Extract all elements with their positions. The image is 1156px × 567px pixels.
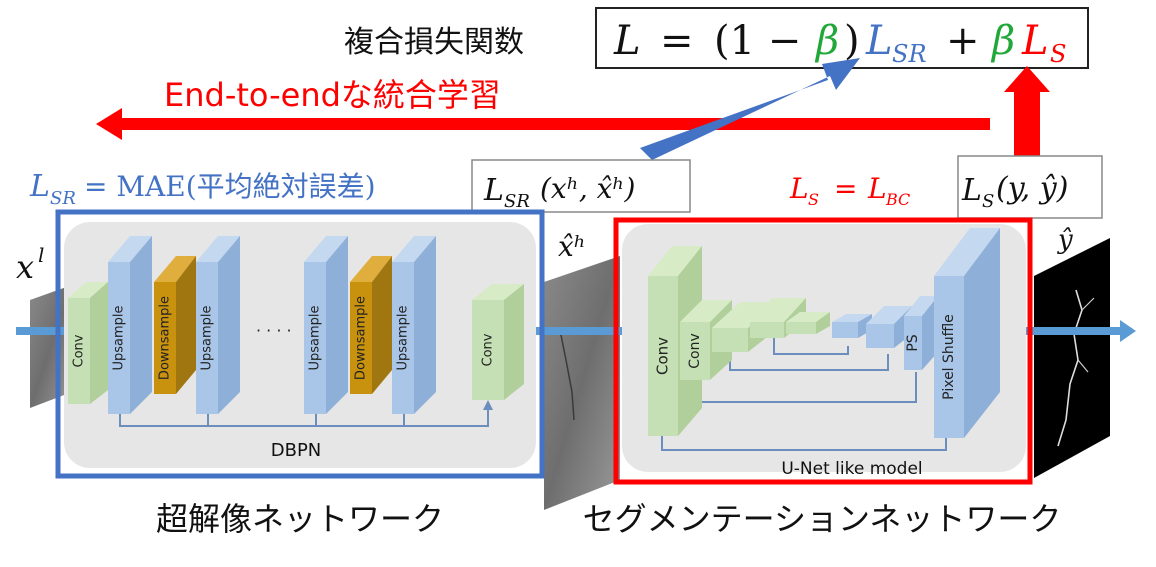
formula-Ls: L xyxy=(1021,18,1049,64)
intermediate-image xyxy=(544,256,620,510)
unet-conv-1: Conv xyxy=(648,246,702,436)
seg-loss-definition: L S = L BC xyxy=(789,172,910,209)
intermediate-crack xyxy=(559,329,575,421)
svg-text:Conv: Conv xyxy=(72,334,87,367)
svg-text:L: L xyxy=(483,173,504,208)
input-xl-sup: l xyxy=(38,243,44,267)
svg-text:Upsample: Upsample xyxy=(112,305,127,370)
svg-text:S: S xyxy=(982,191,994,212)
svg-text:=: = xyxy=(834,172,857,205)
dbpn-block-conv-in: Conv xyxy=(68,282,108,404)
seg-network-frame xyxy=(613,217,1033,485)
formula-beta2: β xyxy=(990,18,1015,64)
svg-text:Downsample: Downsample xyxy=(158,296,173,380)
loss-formula: L = (1 − β ) L SR + β L S xyxy=(613,18,1066,68)
seg-loss-term: L S (y, ŷ) xyxy=(961,171,1068,212)
main-flow-arrow xyxy=(16,320,1136,342)
svg-text:PS: PS xyxy=(905,334,921,351)
dbpn-block-downsample-2: Downsample xyxy=(350,256,392,394)
svg-text:L: L xyxy=(961,173,982,208)
formula-box xyxy=(595,7,1089,69)
svg-text:Upsample: Upsample xyxy=(396,305,411,370)
svg-text:Conv: Conv xyxy=(687,333,703,369)
dbpn-name: DBPN xyxy=(271,440,322,461)
svg-text:Upsample: Upsample xyxy=(308,305,323,370)
formula-sr-sub: SR xyxy=(892,40,927,68)
unet-panel xyxy=(622,224,1026,472)
e2e-arrow xyxy=(96,108,990,140)
output-image xyxy=(1034,238,1110,478)
dbpn-block-upsample-4: Upsample xyxy=(392,236,436,414)
e2e-label: End-to-endな統合学習 xyxy=(164,76,501,114)
formula-Lsr: L xyxy=(865,18,893,64)
unet-name: U-Net like model xyxy=(781,459,922,479)
sr-loss-definition: L SR = MAE(平均絶対誤差) xyxy=(29,169,376,209)
dbpn-block-conv-out: Conv xyxy=(472,284,524,400)
svg-text:L: L xyxy=(867,172,887,205)
svg-text:SR: SR xyxy=(504,191,530,212)
dbpn-skip-lines xyxy=(119,410,489,427)
svg-text:(y, ŷ): (y, ŷ) xyxy=(996,171,1068,206)
svg-text:SR: SR xyxy=(50,188,76,209)
loss-title: 複合損失関数 xyxy=(344,25,524,60)
formula-L: L xyxy=(613,18,641,64)
svg-text:S: S xyxy=(808,190,819,209)
svg-text:L: L xyxy=(29,169,50,204)
seg-network-caption: セグメンテーションネットワーク xyxy=(583,500,1062,538)
unet-down-3 xyxy=(786,312,830,334)
svg-text:Conv: Conv xyxy=(654,337,672,375)
input-image xyxy=(30,285,72,408)
svg-text:Pixel Shuffle: Pixel Shuffle xyxy=(941,314,957,400)
sr-network-caption: 超解像ネットワーク xyxy=(156,500,444,538)
formula-beta: β xyxy=(814,18,839,64)
dbpn-block-upsample-2: Upsample xyxy=(196,236,240,414)
dbpn-block-upsample-3: Upsample xyxy=(304,236,348,414)
svg-text:(xʰ, x̂ʰ): (xʰ, x̂ʰ) xyxy=(540,172,635,205)
formula-s-sub: S xyxy=(1050,40,1066,68)
svg-text:Downsample: Downsample xyxy=(354,296,369,380)
formula-close: ) xyxy=(844,18,860,64)
svg-text:= MAE(平均絶対誤差): = MAE(平均絶対誤差) xyxy=(84,170,376,203)
seg-loss-arrow xyxy=(1004,66,1050,156)
formula-plus: + xyxy=(946,18,980,64)
unet-pixel-shuffle-block: Pixel Shuffle xyxy=(934,228,1000,438)
svg-text:Upsample: Upsample xyxy=(200,305,215,370)
input-xl-label: x xyxy=(16,248,34,286)
output-label: ŷ xyxy=(1057,225,1073,255)
sr-loss-term: L SR (xʰ, x̂ʰ) xyxy=(483,172,635,212)
svg-text:L: L xyxy=(789,172,809,205)
sr-network-frame xyxy=(55,209,545,479)
sr-loss-arrow xyxy=(640,58,860,160)
dbpn-block-downsample-1: Downsample xyxy=(154,256,196,394)
sr-loss-term-box xyxy=(471,159,691,213)
dbpn-ellipsis: · · · · xyxy=(256,321,292,340)
formula-open: (1 − xyxy=(714,18,801,64)
formula-eq: = xyxy=(660,18,694,64)
intermediate-label: x̂ʰ xyxy=(558,230,586,263)
dbpn-block-upsample-1: Upsample xyxy=(108,236,152,414)
svg-text:Conv: Conv xyxy=(481,333,496,366)
svg-text:BC: BC xyxy=(885,190,910,209)
